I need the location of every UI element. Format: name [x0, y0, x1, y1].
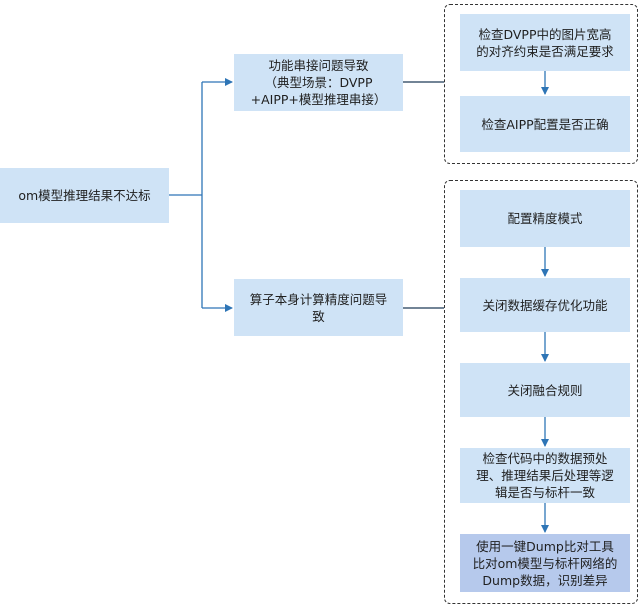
branch-node-bottom: 算子本身计算精度问题导 致 [234, 279, 403, 336]
bottom-step-2: 关闭数据缓存优化功能 [460, 278, 630, 332]
bottom-step-3: 关闭融合规则 [460, 363, 630, 417]
branch-node-top: 功能串接问题导致 （典型场景：DVPP +AIPP+模型推理串接） [234, 54, 403, 111]
group-bottom-container [444, 180, 638, 604]
root-node: om模型推理结果不达标 [0, 168, 169, 223]
bottom-step-1: 配置精度模式 [460, 190, 630, 247]
top-step-2: 检查AIPP配置是否正确 [460, 96, 630, 152]
group-top-container [444, 4, 638, 164]
bottom-step-4: 检查代码中的数据预处 理、推理结果后处理等逻 辑是否与标杆一致 [460, 448, 630, 503]
bottom-step-5: 使用一键Dump比对工具 比对om模型与标杆网络的 Dump数据，识别差异 [460, 534, 630, 592]
top-step-1: 检查DVPP中的图片宽高 的对齐约束是否满足要求 [460, 14, 630, 71]
